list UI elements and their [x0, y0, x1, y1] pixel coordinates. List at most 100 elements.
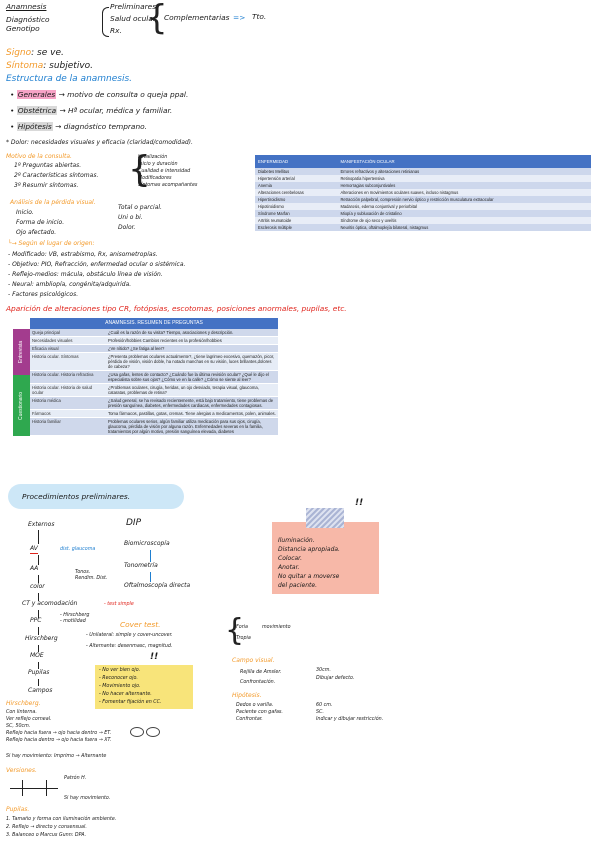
flow-hirschberg: Hirschberg [25, 635, 58, 642]
sintoma-line: Síntoma: subjetivo. [6, 61, 94, 71]
hb-line-2: Ver reflejo corneal. [6, 717, 52, 722]
hip-row-3-a: Confrontar. [236, 717, 263, 722]
flow-test-simple: - test simple [104, 602, 134, 607]
section-cuestionario: Cuestionario [13, 375, 30, 436]
hb-note: Si hay movimiento: Imprimo → Alternante [6, 754, 107, 759]
tto-label: Tto. [252, 12, 267, 21]
dolor-note: * Dolor: necesidades visuales y eficacia… [6, 139, 193, 146]
questions-table: ANAMNESIS. RESUMEN DE PREGUNTAS Entrevis… [13, 318, 278, 436]
signo-line: Signo: se ve. [6, 48, 64, 58]
flow-tonos: Tonos. Rendim. Dist. [75, 570, 108, 582]
analisis-left-2: Forma de inicio. [16, 219, 65, 226]
section-entrevista: Entrevista [13, 329, 30, 375]
campo-visual-title: Campo visual. [232, 657, 275, 664]
cv-row-1-a: Rejilla de Amsler. [240, 670, 282, 675]
procedimientos-title: Procedimientos preliminares. [22, 492, 131, 501]
flow-biomicroscopia: Biomicroscopía [124, 540, 170, 547]
procedimientos-banner [8, 484, 184, 509]
yellow-note [95, 665, 193, 709]
preliminares-label: Preliminares. [110, 2, 159, 11]
segun-label: └→ Según el lugar de origen: [8, 240, 95, 247]
pupilas-line-2: 2. Reflejo → directo y consensual. [6, 825, 87, 830]
versiones-line-1: Patrón H. [64, 776, 87, 781]
genotipo-label: Genotipo [6, 24, 40, 33]
foria-text: movimiento [262, 625, 291, 630]
flow-ppc-hirschberg: - Hirschberg [60, 613, 90, 618]
rx-label: Rx. [110, 26, 122, 35]
questions-table-title: ANAMNESIS. RESUMEN DE PREGUNTAS [30, 318, 278, 329]
hip-row-2-b: SC. [316, 710, 324, 715]
complementarias-label: Complementarias [164, 13, 230, 22]
hip-row-3-b: Indicar y dibujar restricción. [316, 717, 384, 722]
cover-line-2: - Alternante: desenmasc, magnitud. [86, 644, 173, 649]
yellow-line-1: - No ver bien ojo. [99, 668, 141, 673]
motivo-step-2: 2º Características síntomas. [14, 172, 99, 179]
motivo-side-5: Síntomas acompañantes [138, 183, 198, 188]
analisis-item-4: - Neural: ambliopía, congénita/adquirida… [8, 281, 132, 288]
table-row: Historia ocular. Historia de salud ocula… [30, 384, 278, 397]
hirschberg-title: Hirschberg. [6, 700, 41, 707]
cv-row-1-c: Dibujar defecto. [316, 676, 355, 681]
note-line-6: del paciente. [278, 582, 317, 589]
foria-label: Foria [236, 625, 248, 630]
note-line-1: Iluminación. [278, 537, 315, 544]
note-line-2: Distancia apropiada. [278, 546, 340, 553]
analisis-item-5: - Factores psicológicos. [8, 291, 79, 298]
note-line-4: Anotar. [278, 564, 300, 571]
cover-brace-icon: { [225, 613, 245, 648]
h-pattern-icon [10, 788, 58, 789]
hb-line-1: Con linterna. [6, 710, 37, 715]
analisis-item-2: - Objetivo: PIO, Refracción, enfermedad … [8, 261, 186, 268]
analisis-right-3: Dolor. [118, 224, 136, 231]
analisis-title: Análisis de la pérdida visual. [10, 199, 96, 206]
flow-av: AV [30, 545, 38, 554]
analisis-left-1: Inicio. [16, 209, 34, 216]
flow-dip: DIP [126, 518, 142, 528]
table-row: Queja principal¿Cuál es la razón de su v… [30, 329, 278, 337]
hip-row-1-b: 60 cm. [316, 703, 333, 708]
anamnesis-label: Anamnesis [6, 2, 47, 11]
flow-externos: Externos [28, 521, 55, 528]
flow-ct: CT y acomodación [22, 600, 78, 607]
flow-pupilas: Pupilas [28, 669, 50, 676]
estructura-item-3: • Hipótesis → diagnóstico temprano. [10, 122, 148, 131]
eye-icon [146, 727, 160, 737]
analisis-item-3: - Reflejo-medios: mácula, obstáculo líne… [8, 271, 163, 278]
tape-icon [306, 508, 344, 528]
estructura-item-2: • Obstétrica → Hª ocular, médica y famil… [10, 106, 173, 115]
motivo-side-3: Cualidad e intensidad [138, 169, 191, 174]
motivo-title: Motivo de la consulta. [6, 153, 72, 160]
hipotesis-title: Hipótesis. [232, 692, 262, 699]
flow-tonometria: Tonometría [124, 562, 158, 569]
manifestation-col-header: MANIFESTACIÓN OCULAR [337, 155, 591, 168]
versiones-title: Versiones. [6, 767, 37, 774]
note-line-5: No quitar a moverse [278, 573, 340, 580]
motivo-side-4: Modificadores [138, 176, 172, 181]
table-row: Eficacia visual¿Ve nítido? ¿Se fatiga al… [30, 345, 278, 353]
arrow-icon: => [233, 13, 246, 22]
motivo-step-3: 3º Resumir síntomas. [14, 182, 79, 189]
hip-row-2-a: Paciente con gafas. [236, 710, 283, 715]
cv-row-1-b: 30cm. [316, 668, 331, 673]
estructura-title: Estructura de la anamnesis. [6, 74, 133, 84]
sticky-note [272, 522, 379, 594]
left-bracket [102, 7, 109, 37]
exclamation-marks-2: !! [150, 652, 159, 662]
versiones-line-2: Si hay movimiento. [64, 796, 111, 801]
yellow-line-3: - Movimiento ojo. [99, 684, 141, 689]
table-row: Historia ocular. Síntomas¿Presenta probl… [30, 353, 278, 371]
flow-aa: AA [30, 565, 39, 572]
flow-campos: Campos [28, 687, 53, 694]
analisis-right-2: Uni o bi. [118, 214, 143, 221]
motivo-side-2: Inicio y duración [138, 162, 178, 167]
pupilas-line-1: 1. Tamaño y forma con iluminación ambien… [6, 817, 117, 822]
estructura-item-1: • Generales → motivo de consulta o queja… [10, 90, 189, 99]
